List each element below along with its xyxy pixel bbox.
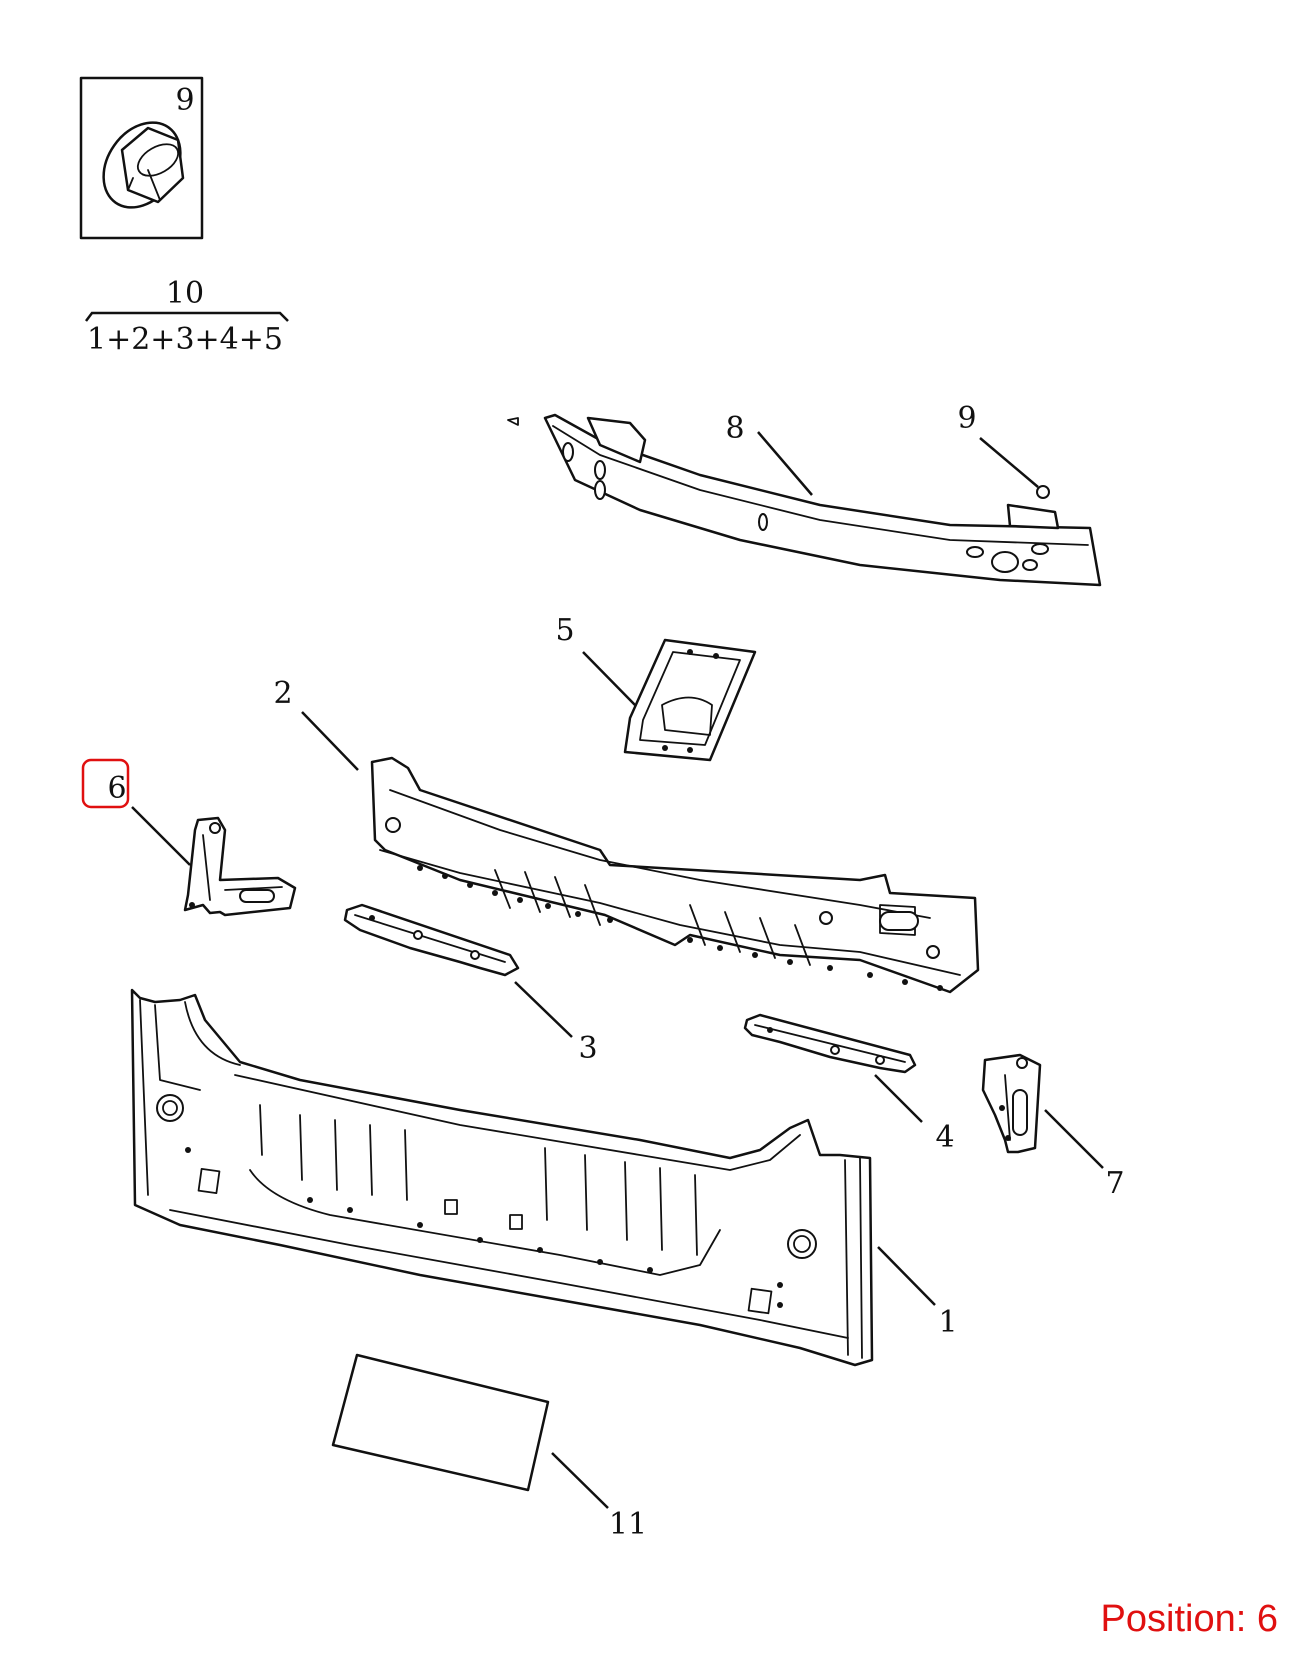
leader-line-9 xyxy=(979,437,1039,488)
callout-8[interactable]: 8 xyxy=(725,411,744,446)
part-3-small-bracket[interactable] xyxy=(343,903,520,977)
callout-4[interactable]: 4 xyxy=(935,1120,954,1155)
callout-11[interactable]: 11 xyxy=(609,1507,647,1542)
leader-line-2 xyxy=(301,711,359,771)
callout-5[interactable]: 5 xyxy=(555,613,574,648)
part-4-small-bracket[interactable] xyxy=(743,1013,917,1074)
leader-line-11 xyxy=(551,1452,609,1509)
leader-line-1 xyxy=(877,1246,936,1306)
part-6-left-bracket[interactable] xyxy=(183,816,297,917)
inset-callout-9: 9 xyxy=(175,83,194,118)
callout-1[interactable]: 1 xyxy=(938,1305,957,1340)
position-indicator: Position: 6 xyxy=(1100,1598,1278,1640)
leader-line-7 xyxy=(1044,1109,1104,1169)
assembly-bracket-line xyxy=(85,311,289,322)
flange-nut-icon xyxy=(102,121,185,209)
callout-9[interactable]: 9 xyxy=(957,401,976,436)
part-7-right-bracket[interactable] xyxy=(981,1053,1042,1154)
leader-line-5 xyxy=(582,651,636,706)
callout-6-highlight xyxy=(81,758,130,809)
nut-9-marker[interactable] xyxy=(1036,485,1050,499)
assembly-number: 10 xyxy=(166,276,204,311)
part-1-rear-panel[interactable] xyxy=(130,988,874,1367)
assembly-components: 1+2+3+4+5 xyxy=(87,322,283,357)
callout-2[interactable]: 2 xyxy=(273,676,292,711)
nut-inset-box[interactable]: 9 xyxy=(79,76,204,240)
callout-6[interactable]: 6 xyxy=(107,771,126,806)
part-11-label-plate[interactable] xyxy=(331,1353,550,1492)
part-5-bracket-plate[interactable] xyxy=(623,638,757,762)
leader-line-3 xyxy=(514,981,573,1038)
part-2-cross-member[interactable] xyxy=(370,756,980,994)
leader-line-6 xyxy=(131,806,191,866)
assembly-note: 10 1+2+3+4+5 xyxy=(85,276,289,357)
part-8-bumper-beam[interactable] xyxy=(507,413,1102,587)
callout-7[interactable]: 7 xyxy=(1105,1166,1124,1201)
leader-line-8 xyxy=(757,431,813,496)
leader-line-4 xyxy=(874,1074,923,1123)
callout-3[interactable]: 3 xyxy=(578,1031,597,1066)
